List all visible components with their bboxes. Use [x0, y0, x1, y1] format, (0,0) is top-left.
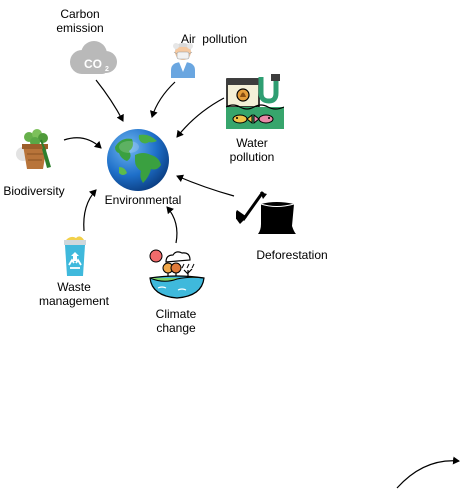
- arrow-carbon-to-center: [95, 79, 124, 122]
- earth-globe-icon: [107, 129, 169, 191]
- arrow-water-to-center: [176, 97, 225, 138]
- biodiversity-label: Biodiversity: [3, 184, 65, 198]
- deforestation-label: Deforestation: [256, 248, 328, 262]
- factory-pipe-fish-icon: [226, 74, 284, 129]
- arrow-biodiversity-to-center: [63, 137, 102, 149]
- co2-cloud-icon: CO 2: [70, 41, 117, 74]
- waste-management-label: Waste management: [38, 280, 110, 308]
- arrow-air-to-center: [149, 81, 176, 118]
- stray-arrow: [396, 456, 460, 489]
- person-with-mask-icon: [171, 43, 195, 78]
- arrow-climate-to-center: [166, 206, 178, 244]
- environmental-label: Environmental: [104, 193, 182, 207]
- water-pollution-label: Water pollution: [229, 136, 275, 164]
- arrow-waste-to-center: [83, 189, 97, 232]
- carbon-emission-label: Carbon emission: [56, 7, 104, 35]
- axe-stump-icon: [236, 191, 296, 234]
- climate-scene-icon: [149, 249, 205, 299]
- climate-change-label: Climate change: [155, 307, 197, 335]
- arrow-deforestation-to-center: [176, 174, 235, 197]
- air-pollution-label: Air pollution: [180, 32, 248, 46]
- recycle-bin-icon: [64, 236, 86, 276]
- svg-text:CO: CO: [84, 57, 102, 71]
- svg-text:2: 2: [105, 66, 109, 73]
- potted-plant-icon: [16, 129, 51, 169]
